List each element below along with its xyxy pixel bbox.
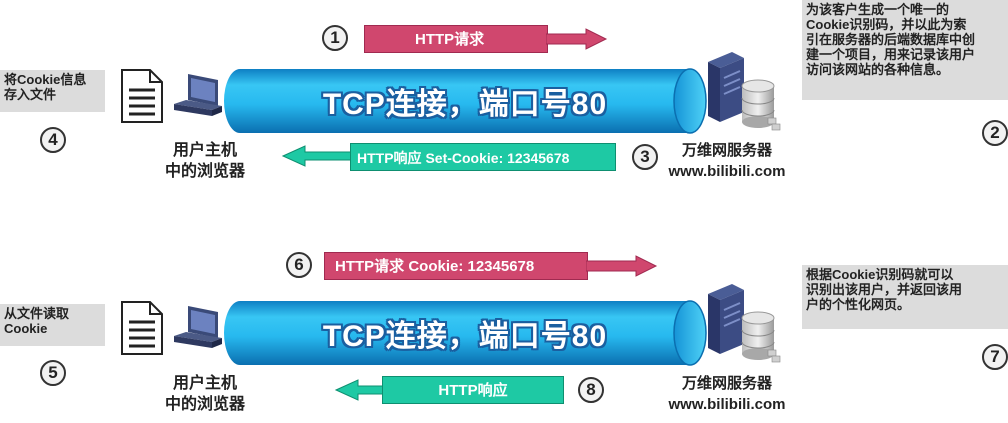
http-response-arrow: HTTP响应 Set-Cookie: 12345678 (350, 143, 616, 171)
http-request-arrow: HTTP请求 (364, 25, 548, 53)
step-4-badge: 4 (40, 127, 66, 153)
http-response-label: HTTP响应 Set-Cookie: 12345678 (357, 150, 570, 166)
http-request-label: HTTP请求 (415, 31, 485, 48)
computer-icon (174, 306, 222, 348)
request-arrowhead (546, 28, 608, 50)
client-caption: 用户主机 中的浏览器 (164, 375, 245, 413)
database-icon (741, 311, 781, 363)
pipe-label: TCP连接，端口号80 (322, 320, 608, 353)
server-caption: 万维网服务器 www.bilibili.com (668, 375, 786, 413)
server-icon (708, 52, 744, 122)
server-icon (708, 284, 744, 354)
step-8-badge: 8 (578, 377, 604, 403)
http-request-cookie-label: HTTP请求 Cookie: 12345678 (335, 258, 535, 275)
document-icon (121, 301, 163, 355)
pipe-label: TCP连接，端口号80 (322, 88, 608, 121)
http-response-label: HTTP响应 (438, 382, 508, 399)
step-5-badge: 5 (40, 360, 66, 386)
step-2-badge: 2 (982, 120, 1008, 146)
step-3-badge: 3 (632, 144, 658, 170)
left-note-read-cookie: 从文件读取 Cookie (0, 304, 105, 346)
step-6-badge: 6 (286, 252, 312, 278)
response-arrowhead (281, 145, 351, 167)
right-note-identify-user: 根据Cookie识别码就可以 识别出该用户，并返回该用 户的个性化网页。 (802, 265, 1008, 329)
computer-icon (174, 74, 222, 116)
request-arrowhead (586, 255, 658, 277)
step-1-badge: 1 (322, 25, 348, 51)
server-caption: 万维网服务器 www.bilibili.com (668, 142, 786, 180)
step-7-badge: 7 (982, 344, 1008, 370)
client-caption: 用户主机 中的浏览器 (164, 142, 245, 180)
document-icon (121, 69, 163, 123)
tcp-connection-pipe (224, 300, 707, 366)
database-icon (741, 79, 781, 131)
right-note-generate-cookie: 为该客户生成一个唯一的 Cookie识别码，并以此为索 引在服务器的后端数据库中… (802, 0, 1008, 100)
http-request-cookie-arrow: HTTP请求 Cookie: 12345678 (324, 252, 588, 280)
left-note-save-cookie: 将Cookie信息 存入文件 (0, 70, 105, 112)
http-response-arrow: HTTP响应 (382, 376, 564, 404)
tcp-connection-pipe (224, 68, 707, 134)
response-arrowhead (334, 379, 384, 401)
